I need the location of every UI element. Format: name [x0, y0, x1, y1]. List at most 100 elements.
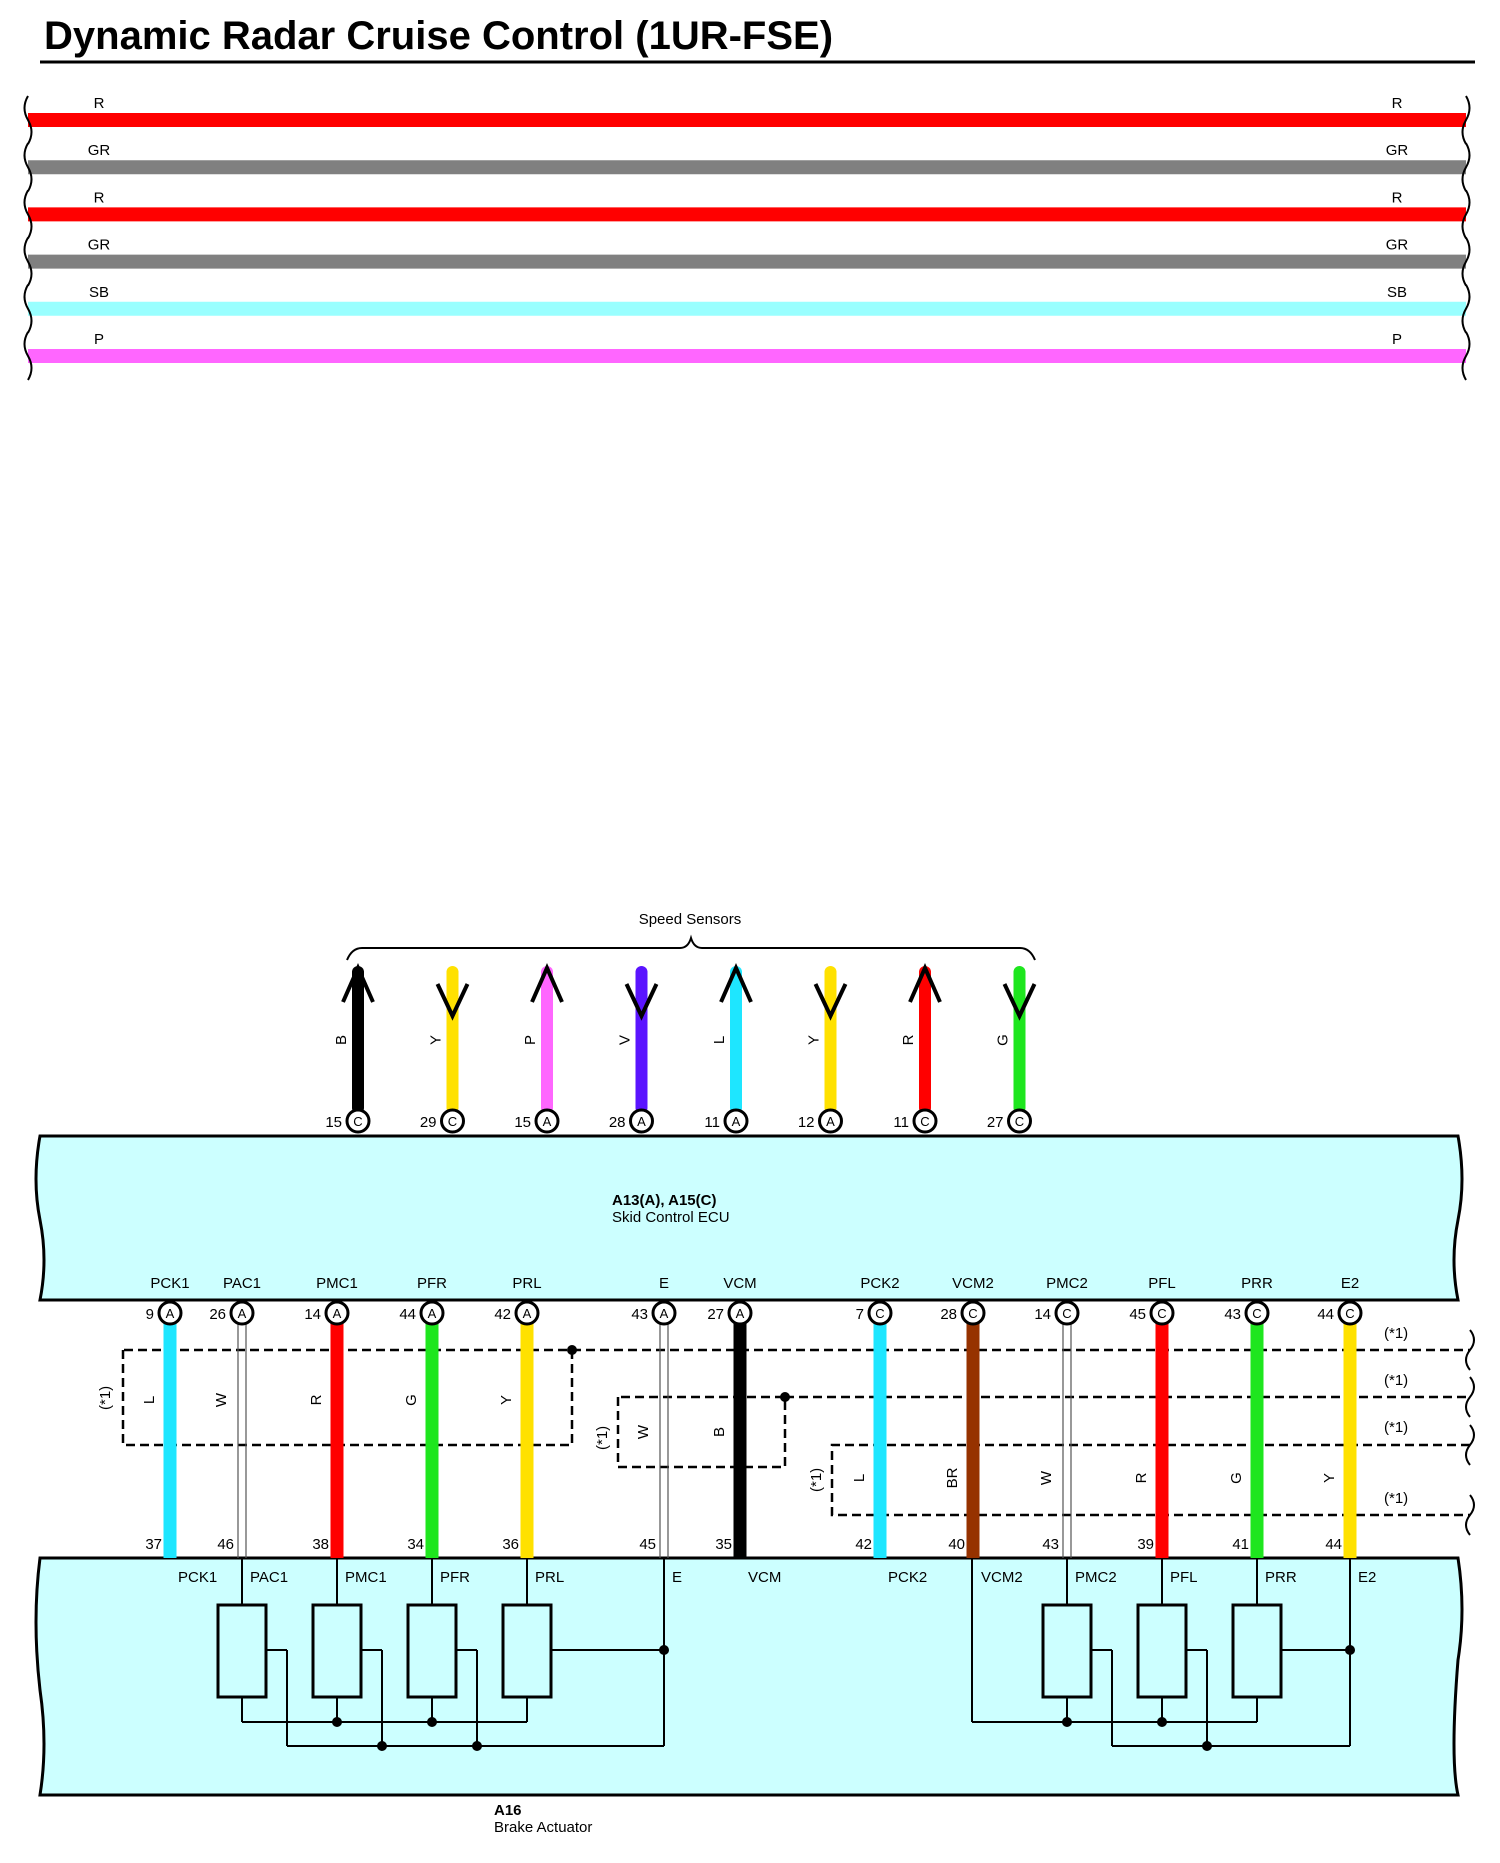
actuator-pin-number: 43	[1042, 1536, 1059, 1553]
arrow-up-icon	[908, 963, 942, 1003]
actuator-pin-number: 34	[407, 1536, 424, 1553]
ecu-pin-number: 14	[304, 1306, 321, 1323]
connector-letter: A	[428, 1306, 437, 1321]
sensor-wire-RR+: RC11RR+	[893, 963, 942, 1160]
connector-letter: A	[736, 1306, 745, 1321]
connector-pin-icon	[534, 1108, 560, 1134]
connector-letter: C	[920, 1114, 929, 1129]
ecu-pin-label: PRL	[512, 1275, 541, 1292]
shield-box-1	[121, 1348, 574, 1447]
wire-color-code: G	[403, 1394, 420, 1406]
break-mark-right-4	[1461, 237, 1471, 287]
ecu-pin-number: 42	[494, 1306, 511, 1323]
connector-pin-icon	[1244, 1300, 1270, 1326]
connector-letter: A	[543, 1114, 552, 1129]
top-wire-4-code-right: GR	[1386, 237, 1409, 254]
break-mark-right-2	[1461, 142, 1471, 192]
connector-letter: C	[353, 1114, 362, 1129]
connector-letter: C	[448, 1114, 457, 1129]
top-wire-4-code-left: GR	[88, 237, 111, 254]
skid-control-ecu	[34, 1134, 1464, 1302]
shield-note-7: (*1)	[808, 1468, 825, 1492]
top-wire-2-code-left: GR	[88, 142, 111, 159]
shield-note-4: (*1)	[1384, 1490, 1408, 1507]
ecu-pin-label: PCK2	[860, 1275, 899, 1292]
actuator-pin-number: 45	[639, 1536, 656, 1553]
sensor-wire-code: Y	[806, 1035, 823, 1045]
wire-color-code: W	[213, 1392, 230, 1407]
actuator-pin-number: 44	[1325, 1536, 1342, 1553]
sensor-wire-code: G	[995, 1034, 1012, 1046]
ecu-pin-number: 44	[399, 1306, 416, 1323]
sensor-wire-code: Y	[428, 1035, 445, 1045]
connector-pin-icon	[629, 1108, 654, 1134]
top-wire-5-code-left: SB	[89, 284, 109, 301]
connector-pin-icon	[440, 1108, 465, 1134]
actuator-pin-number: 40	[948, 1536, 965, 1553]
wire-color-code: W	[635, 1424, 652, 1439]
sensor-wire-RL+: LA11RL+	[704, 963, 753, 1160]
pin-number: 11	[704, 1114, 720, 1131]
actuator-pin-label: PCK2	[888, 1569, 927, 1586]
wire-color-code: R	[308, 1394, 325, 1405]
break-mark-right-6	[1461, 331, 1471, 381]
connector-pin-icon	[229, 1300, 255, 1326]
arrow-down-icon	[1002, 983, 1037, 1021]
shield-box-2	[616, 1395, 787, 1469]
actuator-pin-label: E2	[1358, 1569, 1376, 1586]
sensor-wire-RL–: YA12RL–	[798, 966, 848, 1160]
ecu-pin-label: PMC2	[1046, 1275, 1088, 1292]
actuator-pin-label: E	[672, 1569, 682, 1586]
sensor-wire-FL–: YC29FL–	[420, 966, 470, 1160]
speed-sensor-wires: BC15FL+YC29FL–PA15FR+VA28FR–LA11RL+YA12R…	[325, 963, 1037, 1160]
actuator-code: A16	[494, 1802, 522, 1819]
actuator-pin-label: PRR	[1265, 1569, 1297, 1586]
break-mark-shield-2	[1465, 1376, 1475, 1418]
connector-pin-icon	[1149, 1300, 1175, 1326]
top-wire-3-code-left: R	[94, 189, 105, 206]
ecu-pin-label: PFR	[417, 1275, 447, 1292]
pin-number: 28	[609, 1114, 626, 1131]
sensor-wire-code: P	[522, 1035, 539, 1045]
top-wire-2-code-right: GR	[1386, 142, 1409, 159]
top-wire-1-code-left: R	[94, 95, 105, 112]
connector-letter: C	[1062, 1306, 1071, 1321]
connector-pin-icon	[723, 1108, 749, 1134]
brake-actuator	[34, 1556, 1464, 1797]
ecu-pin-number: 43	[1224, 1306, 1241, 1323]
ecu-pin-label: PAC1	[223, 1275, 261, 1292]
connector-letter: A	[637, 1114, 646, 1129]
top-wire-1-code-right: R	[1392, 95, 1403, 112]
actuator-internal-right	[971, 1558, 1351, 1747]
arrow-down-icon	[624, 983, 659, 1021]
connector-letter: C	[1015, 1114, 1024, 1129]
sensor-wire-code: B	[333, 1035, 350, 1045]
actuator-pin-number: 38	[312, 1536, 329, 1553]
wire-color-code: BR	[944, 1467, 961, 1488]
connector-letter: A	[238, 1306, 247, 1321]
ecu-pin-number: 44	[1317, 1306, 1334, 1323]
ecu-pin-label: PFL	[1148, 1275, 1176, 1292]
ecu-name: Skid Control ECU	[612, 1209, 730, 1226]
actuator-pin-label: PCK1	[178, 1569, 217, 1586]
ecu-pin-label: PCK1	[150, 1275, 189, 1292]
break-mark-shield-4	[1465, 1494, 1475, 1536]
ecu-pin-number: 26	[209, 1306, 226, 1323]
actuator-pin-label: PMC2	[1075, 1569, 1117, 1586]
break-mark-shield-1	[1465, 1329, 1475, 1371]
break-mark-left-1	[23, 95, 33, 145]
ecu-pin-number: 7	[856, 1306, 864, 1323]
ecu-pin-number: 27	[707, 1306, 724, 1323]
connector-letter: A	[732, 1114, 741, 1129]
shield-note-3: (*1)	[1384, 1419, 1408, 1436]
shield-boxes	[121, 1345, 1470, 1517]
sensor-wire-FR+: PA15FR+	[514, 963, 564, 1160]
pin-number: 15	[514, 1114, 531, 1131]
